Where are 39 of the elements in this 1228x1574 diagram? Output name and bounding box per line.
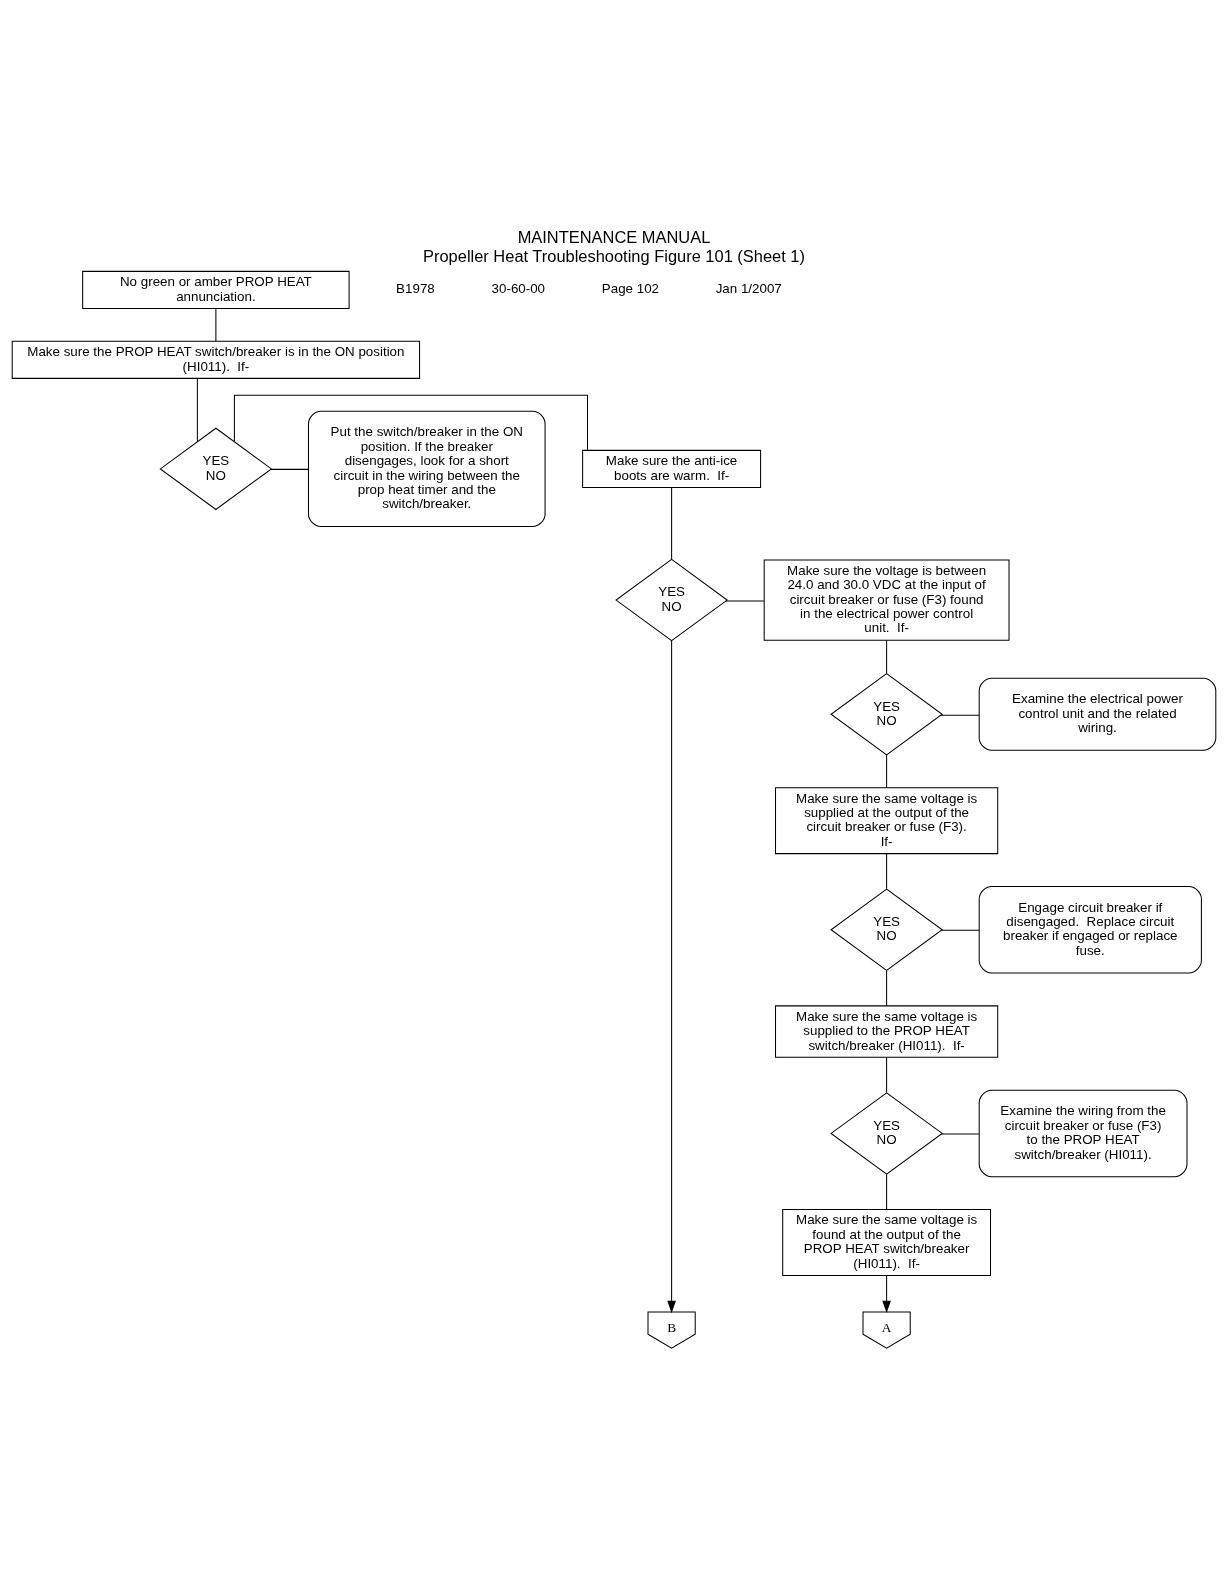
connector [725, 600, 765, 602]
node-box: Examine the wiring from the circuit breaker or fuse (F3) to the PROP HEAT switch/breaker (HI011). [978, 1089, 1188, 1178]
connector [940, 714, 980, 716]
connector [196, 378, 198, 443]
node-box: Make sure the PROP HEAT switch/breaker is in the ON position (HI011). If- [11, 340, 421, 379]
connector [941, 929, 980, 931]
label: Jan 1/2007 [715, 281, 782, 297]
node-box: Make sure the voltage is between 24.0 and 30.0 VDC at the input of circuit breaker or fuse (F3) found in the electrical power control unit. If- [763, 559, 1010, 641]
node-box: Engage circuit breaker if disengaged. Replace circuit breaker if engaged or replace fuse. [978, 886, 1202, 974]
arrow [882, 1275, 891, 1313]
node-box: Make sure the same voltage is found at the output of the PROP HEAT switch/breaker (HI011). If- [782, 1209, 992, 1276]
node-box: Make sure the same voltage is supplied to the PROP HEAT switch/breaker (HI011). If- [775, 1005, 999, 1058]
connector [886, 1057, 888, 1093]
connector [233, 394, 589, 451]
label: 30-60-00 [491, 281, 546, 297]
connector [215, 308, 217, 342]
connector [270, 468, 309, 470]
node-diamond: YES NO [830, 888, 944, 972]
node-diamond: YES NO [615, 558, 729, 642]
node-diamond: YES NO [830, 1092, 944, 1175]
node-box: Make sure the same voltage is supplied at the output of the circuit breaker or fuse (F3). If- [775, 787, 999, 855]
connector [886, 754, 888, 789]
connector [886, 853, 888, 890]
arrow [667, 640, 676, 1314]
node-diamond: YES NO [159, 427, 273, 511]
node-box: Put the switch/breaker in the ON position. If the breaker disengages, look for a short circuit in the wiring between the prop heat timer and the switch/breaker. [307, 410, 546, 527]
node-box: No green or amber PROP HEAT annunciation. [82, 270, 350, 309]
connector [671, 487, 673, 560]
connector [886, 970, 888, 1007]
node-box: Make sure the anti-ice boots are warm. If- [582, 449, 762, 488]
caption: Propeller Heat Troubleshooting Figure 101 (Sheet 1) [423, 246, 805, 265]
label: Page 102 [601, 281, 660, 297]
diagram-title: MAINTENANCE MANUAL [517, 228, 711, 247]
node-diamond: YES NO [830, 672, 944, 756]
connector [941, 1133, 980, 1135]
node-box: Examine the electrical power control unit and the related wiring. [978, 677, 1217, 751]
connector [886, 1173, 888, 1211]
label: B1978 [396, 281, 435, 297]
connector [886, 639, 888, 675]
